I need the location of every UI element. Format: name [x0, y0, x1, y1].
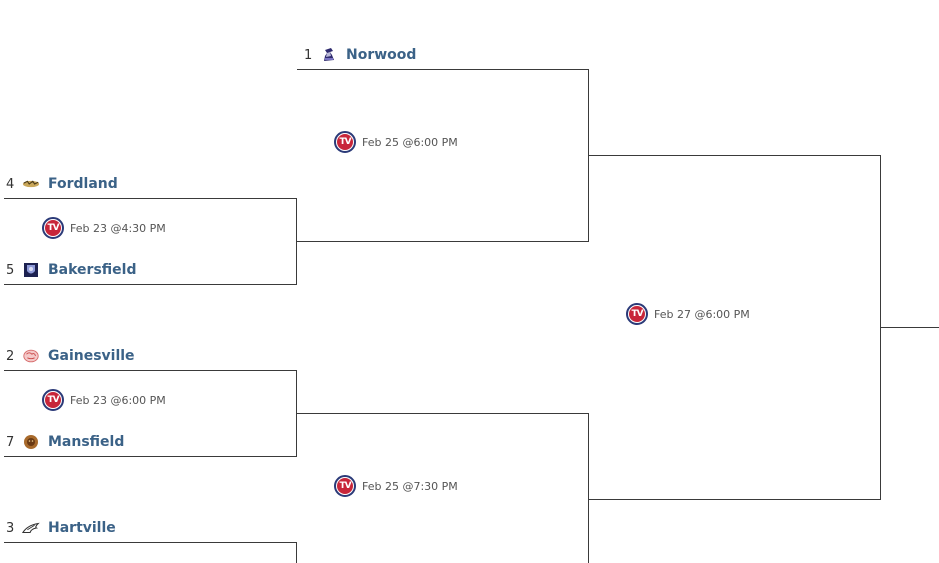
game-time: Feb 23 @6:00 PM — [70, 393, 166, 407]
bracket-line — [296, 198, 297, 285]
team-name-link[interactable]: Mansfield — [48, 434, 125, 450]
bracket-line — [4, 542, 297, 543]
team-name-link[interactable]: Hartville — [48, 520, 116, 536]
tv-network-icon[interactable]: TV — [626, 303, 648, 325]
norwood-logo-icon — [320, 47, 338, 63]
team-entry: 2 Gainesville — [6, 346, 135, 366]
bracket-line — [4, 284, 297, 285]
seed-number: 4 — [6, 176, 15, 192]
bracket-line — [297, 413, 589, 414]
game-info: TV Feb 25 @6:00 PM — [334, 130, 458, 154]
bracket-line — [588, 413, 589, 563]
game-info: TV Feb 23 @6:00 PM — [42, 388, 166, 412]
game-info: TV Feb 25 @7:30 PM — [334, 474, 458, 498]
bakersfield-logo-icon — [22, 262, 40, 278]
team-entry: 7 Mansfield — [6, 432, 124, 452]
team-name-link[interactable]: Norwood — [346, 47, 417, 63]
game-info: TV Feb 27 @6:00 PM — [626, 302, 750, 326]
game-time: Feb 25 @6:00 PM — [362, 135, 458, 149]
bracket-line — [881, 327, 939, 328]
bracket-line — [297, 241, 589, 242]
game-time: Feb 25 @7:30 PM — [362, 479, 458, 493]
seed-number: 7 — [6, 434, 15, 450]
hartville-logo-icon — [22, 520, 40, 536]
tv-network-icon[interactable]: TV — [42, 217, 64, 239]
bracket-line — [297, 69, 589, 70]
seed-number: 5 — [6, 262, 15, 278]
bracket-line — [4, 456, 297, 457]
team-entry: 3 Hartville — [6, 518, 116, 538]
team-entry: 1 Norwood — [304, 45, 416, 65]
gainesville-logo-icon — [22, 348, 40, 364]
bracket-line — [880, 155, 881, 500]
team-name-link[interactable]: Gainesville — [48, 348, 135, 364]
game-info: TV Feb 23 @4:30 PM — [42, 216, 166, 240]
tv-network-icon[interactable]: TV — [334, 131, 356, 153]
bracket-line — [296, 370, 297, 457]
bracket-line — [589, 155, 881, 156]
tv-network-icon[interactable]: TV — [42, 389, 64, 411]
bracket-line — [589, 499, 881, 500]
seed-number: 1 — [304, 47, 313, 63]
bracket-line — [588, 69, 589, 242]
game-time: Feb 27 @6:00 PM — [654, 307, 750, 321]
bracket-line — [4, 198, 297, 199]
team-name-link[interactable]: Fordland — [48, 176, 118, 192]
mansfield-logo-icon — [22, 434, 40, 450]
team-name-link[interactable]: Bakersfield — [48, 262, 137, 278]
fordland-logo-icon — [22, 176, 40, 192]
bracket-line — [296, 542, 297, 563]
bracket-line — [4, 370, 297, 371]
team-entry: 5 Bakersfield — [6, 260, 136, 280]
game-time: Feb 23 @4:30 PM — [70, 221, 166, 235]
team-entry: 4 Fordland — [6, 174, 118, 194]
tv-network-icon[interactable]: TV — [334, 475, 356, 497]
seed-number: 3 — [6, 520, 15, 536]
seed-number: 2 — [6, 348, 15, 364]
